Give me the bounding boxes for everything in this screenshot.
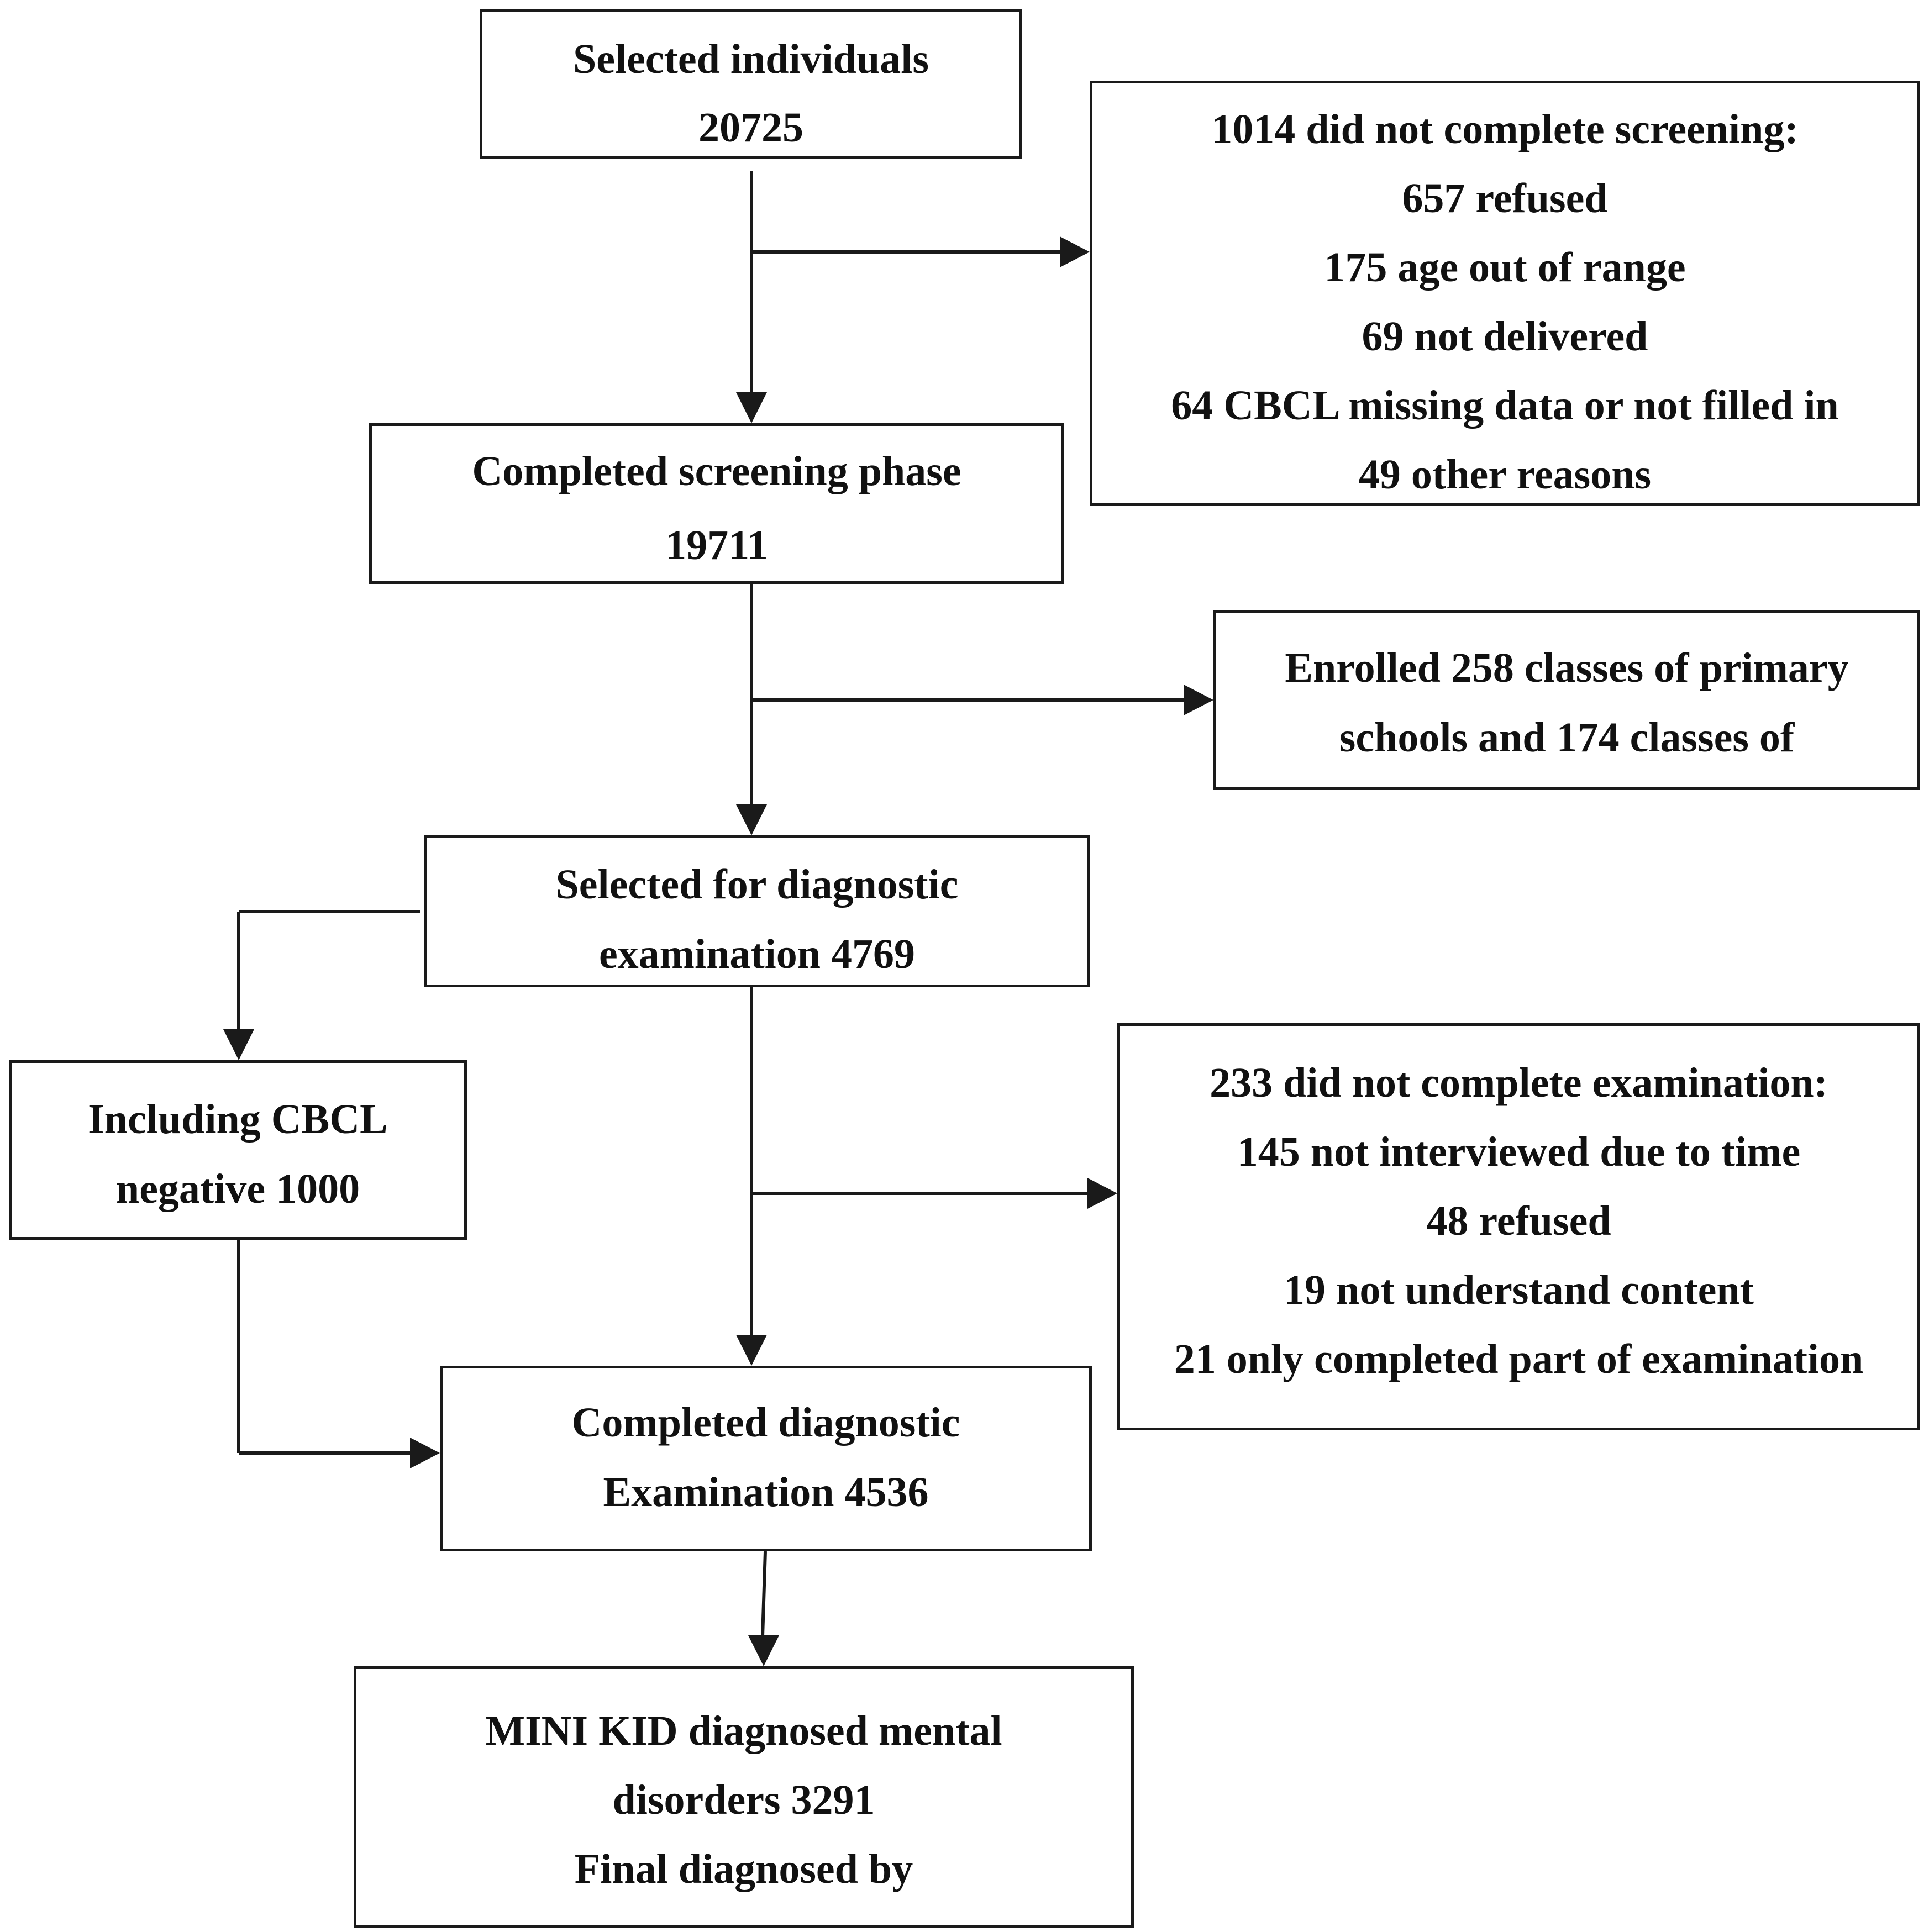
box-excluded-examination-line-2: 145 not interviewed due to time — [1237, 1129, 1801, 1175]
arrowhead-enrolled — [1184, 685, 1213, 715]
box-excluded-screening-line-6: 49 other reasons — [1358, 451, 1652, 498]
box-mini-kid-diagnosed: MINI KID diagnosed mental disorders 3291… — [354, 1666, 1134, 1928]
box-selected-individuals-line-2: 20725 — [698, 104, 803, 151]
box-selected-diagnostic: Selected for diagnostic examination 4769 — [424, 835, 1090, 987]
box-excluded-examination-line-5: 21 only completed part of examination — [1174, 1336, 1864, 1382]
arrowhead-excluded-examination — [1087, 1178, 1117, 1209]
arrowhead-excluded-screening — [1060, 236, 1090, 267]
box-excluded-screening-line-2: 657 refused — [1402, 175, 1608, 222]
box-excluded-screening-line-1: 1014 did not complete screening: — [1211, 106, 1799, 152]
arrowhead-screening — [736, 392, 767, 423]
box-excluded-examination-line-4: 19 not understand content — [1284, 1267, 1754, 1313]
box-completed-diagnostic-line-1: Completed diagnostic — [571, 1399, 960, 1446]
box-excluded-screening-line-5: 64 CBCL missing data or not filled in — [1171, 382, 1839, 429]
box-mini-kid-line-1: MINI KID diagnosed mental — [485, 1708, 1002, 1754]
box-selected-individuals-line-1: Selected individuals — [573, 36, 929, 82]
box-selected-diagnostic-line-1: Selected for diagnostic — [555, 861, 959, 908]
box-cbcl-negative: Including CBCL negative 1000 — [9, 1060, 467, 1240]
box-completed-diagnostic: Completed diagnostic Examination 4536 — [440, 1366, 1092, 1551]
box-enrolled-classes: Enrolled 258 classes of primary schools … — [1213, 610, 1920, 790]
box-selected-diagnostic-line-2: examination 4769 — [598, 931, 916, 977]
box-cbcl-negative-line-2: negative 1000 — [115, 1166, 360, 1212]
box-enrolled-classes-line-1: Enrolled 258 classes of primary — [1285, 645, 1849, 691]
box-enrolled-classes-line-2: schools and 174 classes of — [1339, 714, 1795, 761]
arrowhead-mini-kid — [748, 1635, 779, 1666]
arrowhead-diagnostic — [736, 804, 767, 835]
box-excluded-screening-line-4: 69 not delivered — [1362, 313, 1648, 360]
box-excluded-screening-line-3: 175 age out of range — [1324, 244, 1686, 291]
arrowhead-cbcl-completed — [410, 1438, 440, 1468]
box-completed-screening-line-2: 19711 — [665, 522, 768, 568]
box-excluded-examination-line-3: 48 refused — [1426, 1198, 1611, 1244]
box-mini-kid-line-3: Final diagnosed by — [574, 1846, 913, 1892]
box-completed-screening: Completed screening phase 19711 — [369, 423, 1064, 584]
box-excluded-screening: 1014 did not complete screening: 657 ref… — [1090, 81, 1920, 506]
arrow-completed-to-mini-kid — [761, 1551, 767, 1637]
box-completed-screening-line-1: Completed screening phase — [472, 448, 961, 494]
arrowhead-completed — [736, 1335, 767, 1366]
arrowhead-cbcl — [223, 1029, 254, 1060]
box-selected-individuals: Selected individuals 20725 — [480, 9, 1022, 159]
box-mini-kid-line-2: disorders 3291 — [612, 1777, 875, 1823]
box-excluded-examination-line-1: 233 did not complete examination: — [1210, 1060, 1828, 1106]
box-completed-diagnostic-line-2: Examination 4536 — [603, 1469, 929, 1515]
box-excluded-examination: 233 did not complete examination: 145 no… — [1117, 1023, 1920, 1430]
box-cbcl-negative-line-1: Including CBCL — [88, 1096, 388, 1143]
